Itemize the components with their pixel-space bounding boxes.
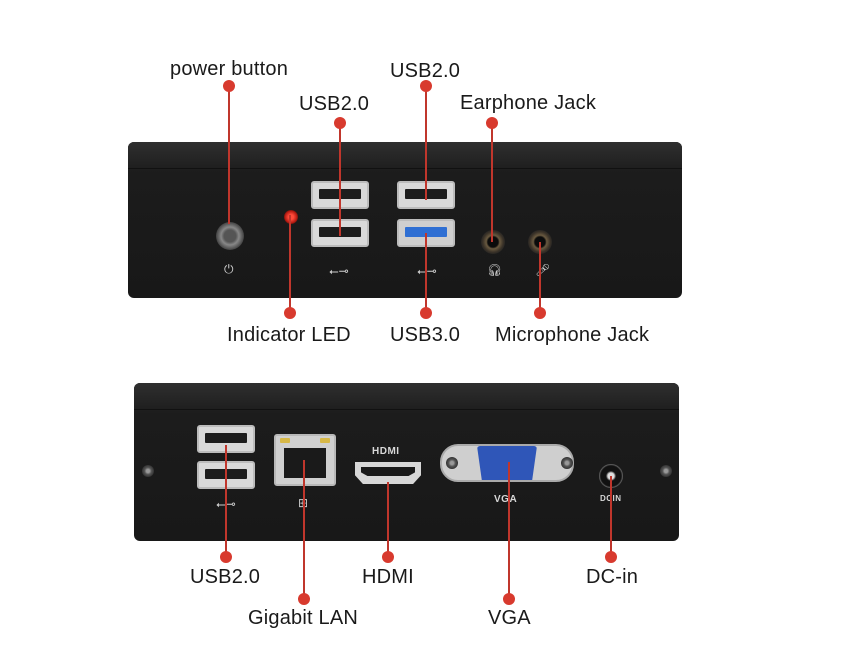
callout-dot xyxy=(382,551,394,563)
callout-dot xyxy=(534,307,546,319)
earphone-jack-icon xyxy=(481,230,505,254)
usb-symbol-icon: ⭠⊸ xyxy=(216,497,236,511)
vga-screw-right-icon xyxy=(561,457,573,469)
usb30-label: USB3.0 xyxy=(390,324,461,346)
rear-usb20-port-bottom xyxy=(197,461,255,489)
callout-dot xyxy=(605,551,617,563)
usb-symbol-icon: ⭠⊸ xyxy=(329,264,349,278)
callout-dot xyxy=(298,593,310,605)
dc-in-port xyxy=(599,464,623,488)
earphone-jack-label: Earphone Jack xyxy=(460,92,597,114)
microphone-symbol-icon: 🎤︎ xyxy=(535,263,551,277)
usb30-port xyxy=(397,219,455,247)
front-panel-lid xyxy=(128,142,682,169)
usb20-port-top-right xyxy=(397,181,455,209)
screw-right-icon xyxy=(660,465,672,477)
hdmi-port-text: HDMI xyxy=(372,446,400,457)
rear-usb20-label: USB2.0 xyxy=(190,566,261,588)
network-symbol-icon: ⊞ xyxy=(298,496,309,510)
callout-dot xyxy=(334,117,346,129)
usb20-right-label: USB2.0 xyxy=(390,60,461,82)
screw-left-icon xyxy=(142,465,154,477)
rear-panel-lid xyxy=(134,383,679,410)
power-button-icon xyxy=(216,222,244,250)
usb20-left-label: USB2.0 xyxy=(299,93,370,115)
usb20-port-top-left xyxy=(311,181,369,209)
indicator-led-icon xyxy=(284,210,298,224)
dc-in-label: DC-in xyxy=(586,566,639,588)
hdmi-port xyxy=(355,462,421,484)
callout-dot xyxy=(223,80,235,92)
indicator-led-label: Indicator LED xyxy=(227,324,351,346)
dcin-port-text: DCIN xyxy=(600,494,622,503)
vga-screw-left-icon xyxy=(446,457,458,469)
hdmi-label: HDMI xyxy=(362,566,414,588)
front-panel-chassis xyxy=(128,142,682,298)
gigabit-lan-port xyxy=(274,434,336,486)
power-symbol-icon: ⏻ xyxy=(224,262,234,276)
callout-dot xyxy=(486,117,498,129)
power-button-label: power button xyxy=(170,58,289,80)
callout-dot xyxy=(284,307,296,319)
gigabit-lan-label: Gigabit LAN xyxy=(248,607,359,629)
vga-label: VGA xyxy=(488,607,531,629)
callout-dot xyxy=(503,593,515,605)
vga-port xyxy=(477,446,537,480)
callout-dot xyxy=(420,307,432,319)
rear-usb20-port-top xyxy=(197,425,255,453)
usb-symbol-icon: ⭠⊸ xyxy=(417,264,437,278)
microphone-jack-label: Microphone Jack xyxy=(495,324,650,346)
usb20-port-bottom-left xyxy=(311,219,369,247)
callout-dot xyxy=(220,551,232,563)
headphone-symbol-icon: 🎧︎ xyxy=(487,263,503,277)
microphone-jack-icon xyxy=(528,230,552,254)
vga-port-text: VGA xyxy=(494,494,518,505)
